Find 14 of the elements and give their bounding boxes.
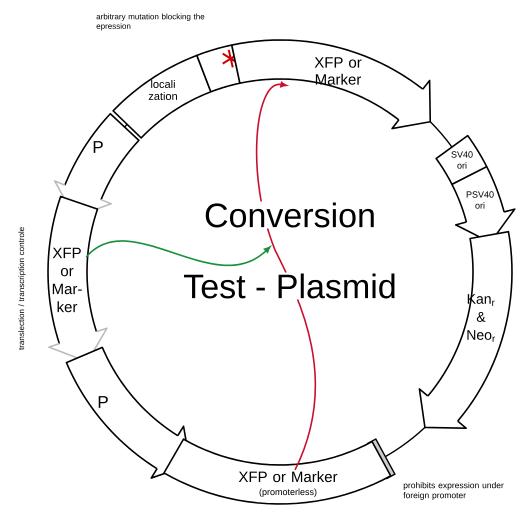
segment-label: P [94,141,103,153]
segment-label: XFP or Marker (promoterless) [238,471,338,497]
segment-label: PSV40 ori [466,191,494,209]
annotation-text: arbitrary mutation blocking the epression [96,14,204,30]
annotation-text: prohibits expression under foreign promoter [403,482,504,500]
segment-label: SV40 ori [451,151,473,169]
annotation-text: translection / transcription controle [18,227,26,350]
plasmid-title: Test - Plasmid [182,272,398,300]
arrow [86,240,270,266]
segment-label: XFP or Marker [314,57,362,85]
segment-label: XFP or Mar- ker [52,248,82,312]
plasmid-title: Conversion [203,202,377,228]
segment-label: locali zation [148,80,177,100]
segment-label: P [98,396,108,408]
